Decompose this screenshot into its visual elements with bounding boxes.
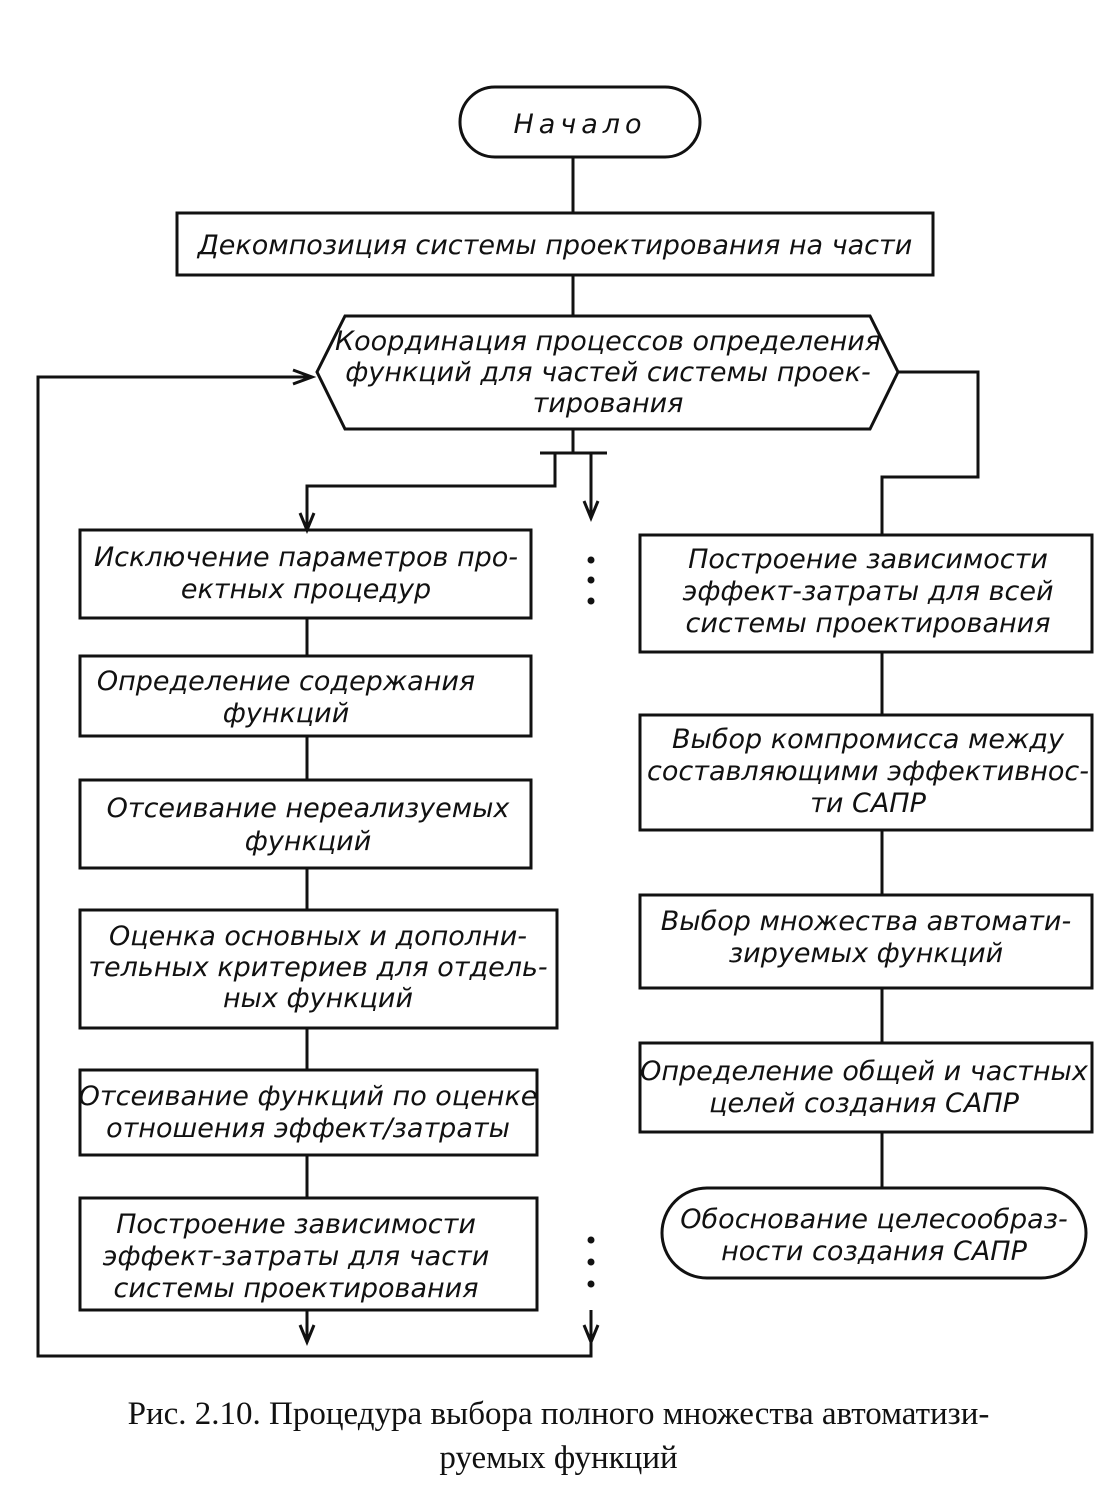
- node-label-line: функций для частей системы проек-: [345, 357, 870, 388]
- node-label-line: Выбор множества автомати-: [661, 906, 1071, 937]
- compromise-box: [638, 713, 1094, 832]
- select-set-label: Выбор множества автомати-зируемых функци…: [661, 906, 1071, 969]
- continuation-dot: [587, 597, 595, 605]
- evaluate-criteria-label: Оценка основных и дополни-тельных критер…: [88, 921, 547, 1014]
- select-set-box: [638, 893, 1094, 990]
- exclude-params-label: Исключение параметров про-ектных процеду…: [94, 542, 518, 605]
- node-label-line: системы проектирования: [686, 608, 1051, 639]
- node-label-line: тирования: [533, 388, 684, 419]
- node-label-line: эффект-затраты для части: [103, 1241, 490, 1272]
- continuation-dot: [587, 576, 595, 584]
- node-label-line: системы проектирования: [114, 1273, 479, 1304]
- decomposition-label: Декомпозиция системы проектирования на ч…: [197, 230, 913, 261]
- define-goals-box: [638, 1041, 1094, 1134]
- decomposition-box: [175, 211, 935, 277]
- node-label-line: Декомпозиция системы проектирования на ч…: [197, 230, 913, 261]
- node-label-line: Координация процессов определения: [335, 326, 881, 357]
- node-label-line: ектных процедур: [181, 574, 431, 605]
- dependency-whole-box: [638, 533, 1094, 654]
- node-label-line: функций: [245, 826, 372, 857]
- feedback-loop: [36, 375, 593, 1358]
- node-label-line: функций: [223, 698, 350, 729]
- connector-coordination-right: [880, 370, 980, 535]
- caption-line-1: Рис. 2.10. Процедура выбора полного множ…: [127, 1396, 990, 1432]
- node-label-line: Отсеивание нереализуемых: [107, 793, 511, 824]
- justification-terminator: [660, 1186, 1088, 1280]
- continuation-dot: [587, 1236, 595, 1244]
- node-label-line: Определение содержания: [97, 666, 475, 697]
- node-label-line: Определение общей и частных: [640, 1056, 1089, 1087]
- arrowhead-left-exit: [298, 1324, 316, 1346]
- coordination-hexagon: [315, 314, 900, 431]
- evaluate-criteria-box: [78, 908, 559, 1030]
- node-label-line: Построение зависимости: [116, 1209, 476, 1240]
- node-label-line: Выбор компромисса между: [672, 724, 1065, 755]
- start-terminator: [458, 85, 702, 159]
- node-label-line: Начало: [513, 109, 646, 140]
- arrowhead-middle-branch: [582, 500, 600, 522]
- node-label-line: Построение зависимости: [688, 544, 1048, 575]
- node-label-line: эффект-затраты для всей: [683, 576, 1054, 607]
- node-label-line: Исключение параметров про-: [94, 542, 518, 573]
- node-label-line: Отсеивание функций по оценке: [79, 1081, 538, 1112]
- continuation-dot: [587, 556, 595, 564]
- start-label: Начало: [513, 109, 646, 140]
- node-label-line: Обоснование целесообраз-: [680, 1204, 1067, 1235]
- node-label-line: отношения эффект/затраты: [106, 1113, 510, 1144]
- node-label-line: ных функций: [223, 983, 413, 1014]
- figure-caption: Рис. 2.10. Процедура выбора полного множ…: [0, 1392, 1117, 1480]
- arrowhead-feedback: [292, 368, 317, 386]
- continuation-dot: [587, 1258, 595, 1266]
- arrowhead-left-branch: [298, 512, 316, 534]
- node-label-line: Оценка основных и дополни-: [109, 921, 527, 952]
- node-label-line: зируемых функций: [729, 938, 1003, 969]
- arrowhead-middle-exit: [582, 1324, 600, 1346]
- node-label-line: целей создания САПР: [709, 1088, 1020, 1119]
- node-label-line: ти САПР: [810, 788, 926, 819]
- node-label-line: тельных критериев для отдель-: [88, 952, 547, 983]
- node-label-line: составляющими эффективнос-: [647, 756, 1089, 787]
- justification-label: Обоснование целесообраз-ности создания С…: [680, 1204, 1067, 1267]
- connector-branch-left: [305, 453, 557, 530]
- node-label-line: ности создания САПР: [721, 1236, 1027, 1267]
- caption-line-2: руемых функций: [439, 1440, 678, 1476]
- continuation-dot: [587, 1280, 595, 1288]
